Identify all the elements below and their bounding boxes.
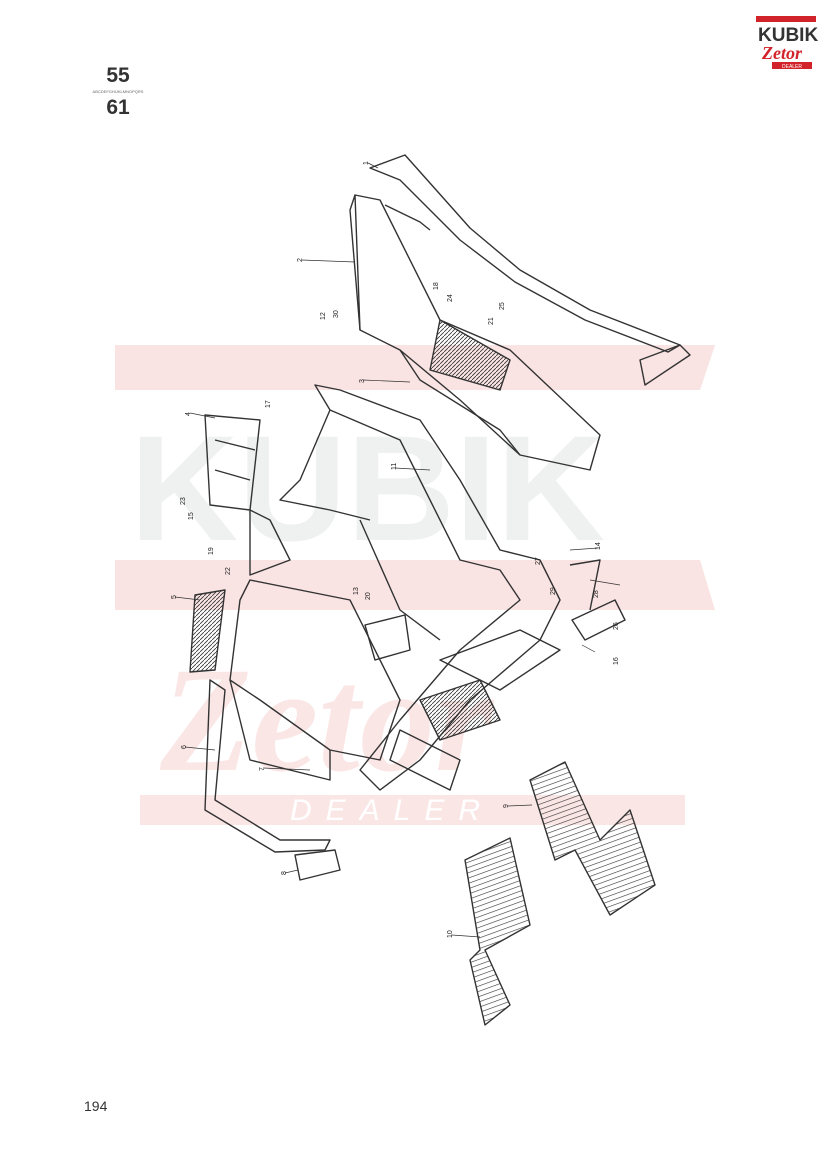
left-bracket-ribs bbox=[214, 439, 256, 481]
right-bracket-rod bbox=[569, 559, 601, 611]
right-small-plate bbox=[571, 599, 626, 641]
callout-27: 27 bbox=[535, 557, 542, 565]
callout-6: 6 bbox=[181, 745, 188, 749]
section-label: 55 ABCDEFGHIJKLMNOPQRS 61 bbox=[88, 64, 148, 120]
callout-11: 11 bbox=[391, 463, 398, 470]
frame-inner-rail bbox=[359, 519, 441, 641]
left-floor-mat bbox=[464, 837, 531, 1026]
fender-edge bbox=[349, 194, 361, 331]
watermark-band-bottom bbox=[115, 560, 715, 610]
callout-leaders bbox=[174, 162, 621, 938]
callout-24: 24 bbox=[447, 294, 454, 302]
callout-30: 30 bbox=[333, 310, 340, 318]
callout-23: 23 bbox=[180, 497, 187, 505]
kubik-zetor-logo: KUBIK Zetor DEALER bbox=[756, 16, 818, 70]
callout-12: 12 bbox=[320, 312, 327, 320]
frame-lower-box bbox=[389, 729, 461, 791]
callout-20: 20 bbox=[365, 592, 372, 600]
callout-15: 15 bbox=[188, 512, 195, 520]
callout-21: 21 bbox=[488, 317, 495, 325]
callout-19: 19 bbox=[208, 547, 215, 555]
callout-3: 3 bbox=[359, 379, 366, 383]
callout-9: 9 bbox=[503, 804, 510, 808]
callout-25: 25 bbox=[499, 302, 506, 310]
left-support bbox=[249, 509, 291, 576]
callout-26: 26 bbox=[613, 622, 620, 630]
upper-grille bbox=[429, 319, 511, 391]
callout-29: 29 bbox=[550, 587, 557, 595]
lower-cover-plate bbox=[364, 614, 411, 661]
callout-17: 17 bbox=[265, 400, 272, 408]
callout-13: 13 bbox=[353, 587, 360, 595]
callout-14: 14 bbox=[595, 542, 602, 550]
section-top-number: 55 bbox=[106, 64, 130, 87]
callout-10: 10 bbox=[447, 930, 454, 938]
left-small-grille bbox=[189, 589, 226, 673]
frame-lower-grille bbox=[419, 679, 501, 741]
callout-16: 16 bbox=[613, 657, 620, 665]
logo-dealer: DEALER bbox=[782, 64, 802, 70]
lower-rail-bracket bbox=[294, 849, 341, 881]
logo-kubik: KUBIK bbox=[758, 25, 818, 46]
page-number: 194 bbox=[84, 1098, 108, 1114]
callout-2: 2 bbox=[297, 258, 304, 262]
section-bottom-number: 61 bbox=[106, 96, 130, 119]
lower-rail bbox=[204, 679, 331, 853]
callout-28: 28 bbox=[593, 590, 600, 598]
rail-bracket bbox=[384, 204, 431, 231]
frame-crossmember bbox=[279, 409, 371, 521]
fender-fold bbox=[399, 349, 521, 456]
rail-end-bracket bbox=[639, 344, 691, 386]
logo-zetor: Zetor bbox=[761, 43, 803, 63]
callout-1: 1 bbox=[363, 161, 370, 165]
callout-5: 5 bbox=[171, 595, 178, 599]
callout-18: 18 bbox=[433, 282, 440, 290]
callout-8: 8 bbox=[281, 871, 288, 875]
logo-dealer-band bbox=[772, 62, 812, 69]
watermark-band-top bbox=[115, 345, 715, 390]
top-rail bbox=[369, 154, 681, 353]
main-frame bbox=[314, 384, 561, 791]
watermark-dealer: DEALER bbox=[290, 794, 494, 827]
right-floor-mat bbox=[529, 761, 656, 916]
callout-22: 22 bbox=[225, 567, 232, 575]
lower-fender-flange bbox=[229, 679, 331, 781]
callout-4: 4 bbox=[185, 412, 192, 416]
callout-7: 7 bbox=[259, 767, 266, 771]
upper-fender-panel bbox=[354, 194, 601, 471]
logo-bar-top bbox=[756, 16, 816, 22]
section-divider: ABCDEFGHIJKLMNOPQRS bbox=[92, 89, 144, 94]
